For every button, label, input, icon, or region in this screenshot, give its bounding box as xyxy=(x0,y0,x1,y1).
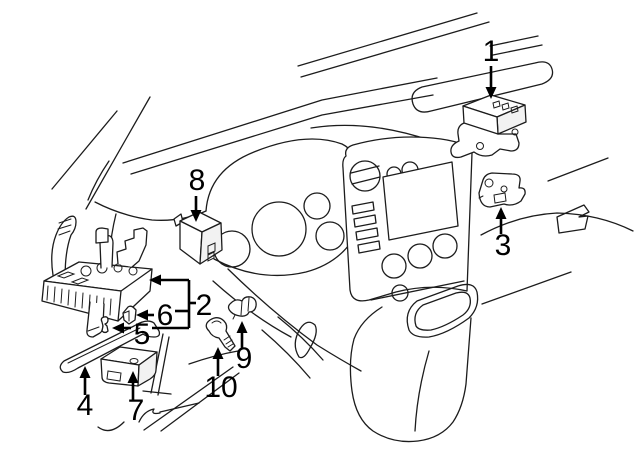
callout-leader-5 xyxy=(112,322,131,334)
callout-leader-1 xyxy=(485,66,497,99)
sensor-sketch-part10 xyxy=(205,317,236,352)
callout-label-10: 10 xyxy=(204,371,238,404)
callout-label-5: 5 xyxy=(133,318,151,351)
nav-screen xyxy=(382,161,459,241)
hvac-knob xyxy=(432,233,458,259)
callout-leader-9 xyxy=(236,321,248,348)
callout-arrows xyxy=(79,66,507,400)
callout-label-9: 9 xyxy=(235,342,253,375)
center-stack xyxy=(342,136,473,302)
callout-leader-3 xyxy=(495,207,507,234)
round-vent xyxy=(349,160,381,192)
callout-leader-8 xyxy=(190,196,202,222)
module-sketch-part1 xyxy=(450,94,527,159)
trim-sketch-part4 xyxy=(59,320,161,374)
callout-label-1: 1 xyxy=(482,35,500,68)
windshield-base-lines xyxy=(122,77,438,175)
relay-sketch-part8 xyxy=(173,211,223,265)
instrument-cluster-gauges xyxy=(213,192,345,268)
callout-label-6: 6 xyxy=(156,299,174,332)
hvac-knob xyxy=(381,253,407,279)
clip-sketch-part5 xyxy=(100,316,109,334)
callout-leader-2 xyxy=(149,274,196,330)
callout-leader-10 xyxy=(212,347,224,376)
callout-leader-6 xyxy=(136,309,189,321)
hvac-knob xyxy=(407,243,433,269)
callout-label-3: 3 xyxy=(494,229,512,262)
junction-block-sketch-part2 xyxy=(41,215,153,338)
callout-label-2: 2 xyxy=(195,289,213,322)
callout-label-4: 4 xyxy=(76,389,94,422)
callout-label-7: 7 xyxy=(127,394,145,427)
callout-label-8: 8 xyxy=(188,164,206,197)
relay-sketch-part6 xyxy=(122,305,137,325)
center-console xyxy=(349,283,479,443)
roof-lines xyxy=(297,12,543,78)
callout-leader-4 xyxy=(79,366,91,395)
door-lines xyxy=(480,157,634,305)
bracket-sketch-part3 xyxy=(478,172,526,208)
callout-leader-7 xyxy=(127,371,139,400)
cover-sketch-part7 xyxy=(100,346,158,387)
sensor-sketch-part9 xyxy=(227,296,257,320)
steering-wheel-arcs xyxy=(212,268,362,379)
